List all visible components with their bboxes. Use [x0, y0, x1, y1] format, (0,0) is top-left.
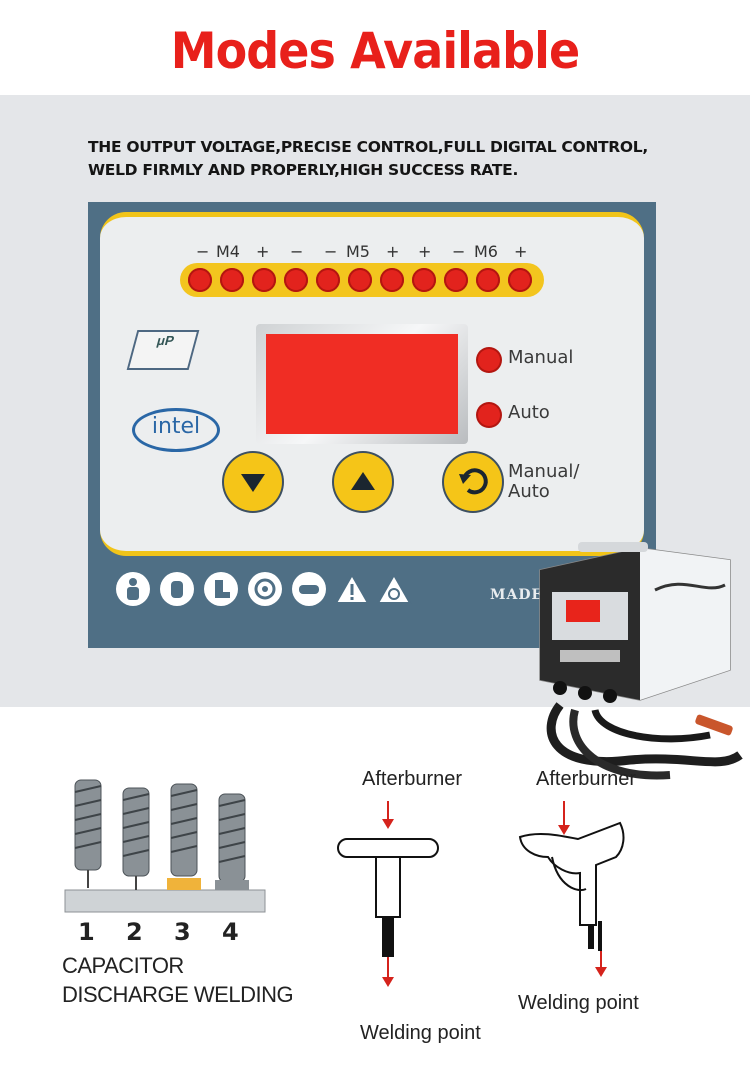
level-led	[444, 268, 468, 292]
page-title: Modes Available	[170, 22, 580, 80]
level-led	[412, 268, 436, 292]
level-led	[188, 268, 212, 292]
capacitor-caption-line-1: CAPACITOR	[62, 953, 184, 978]
right-afterburner-label: Afterburner	[536, 768, 637, 790]
intel-logo: intel	[132, 408, 220, 452]
scale-m5-plus: +	[386, 242, 400, 261]
feature-description: THE OUTPUT VOLTAGE,PRECISE CONTROL,FULL …	[88, 136, 648, 182]
right-welding-point-label: Welding point	[518, 992, 639, 1014]
manual-indicator-led	[478, 349, 500, 371]
stud-number-4: 4	[222, 918, 239, 946]
arrow-up-icon	[351, 472, 375, 490]
level-indicator-bar	[180, 263, 544, 297]
microprocessor-logo: μP	[126, 330, 200, 370]
t-handle-tool-illustration	[337, 801, 439, 987]
scale-m6-minus: −	[452, 242, 466, 261]
scale-dash: −	[290, 242, 304, 261]
description-line-2: WELD FIRMLY AND PROPERLY,HIGH SUCCESS RA…	[88, 161, 519, 179]
ear-protection-icon	[248, 572, 282, 606]
welding-studs-illustration	[64, 779, 266, 913]
left-afterburner-label: Afterburner	[362, 768, 463, 790]
capacitor-caption-line-2: DISCHARGE WELDING	[62, 982, 294, 1007]
increase-button[interactable]	[334, 453, 392, 511]
protective-suit-icon	[116, 572, 150, 606]
description-line-1: THE OUTPUT VOLTAGE,PRECISE CONTROL,FULL …	[88, 138, 648, 156]
level-led	[252, 268, 276, 292]
level-led	[316, 268, 340, 292]
digital-display	[266, 334, 458, 434]
arrow-down-icon	[241, 474, 265, 492]
scale-m4-plus: +	[256, 242, 270, 261]
scale-m6: M6	[474, 242, 498, 261]
scale-plus: +	[418, 242, 432, 261]
rotate-icon	[459, 468, 488, 495]
auto-indicator-led	[478, 404, 500, 426]
safety-boots-icon	[204, 572, 238, 606]
level-led	[220, 268, 244, 292]
manual-auto-label-line2: Auto	[508, 481, 550, 502]
scale-m5: M5	[346, 242, 370, 261]
manual-auto-label-line1: Manual/	[508, 461, 580, 482]
stud-number-2: 2	[126, 918, 143, 946]
scale-m4: M4	[216, 242, 240, 261]
decrease-button[interactable]	[224, 453, 282, 511]
level-led	[284, 268, 308, 292]
scale-m5-minus: −	[324, 242, 338, 261]
stud-number-1: 1	[78, 918, 95, 946]
level-led	[476, 268, 500, 292]
scale-m4-minus: −	[196, 242, 210, 261]
mode-toggle-button[interactable]	[444, 453, 502, 511]
welding-gun-illustration	[518, 801, 625, 977]
gloves-icon	[160, 572, 194, 606]
level-led	[348, 268, 372, 292]
manual-auto-label: Manual/ Auto	[508, 462, 579, 502]
magnetic-field-warning-icon	[376, 572, 412, 606]
stud-number-3: 3	[174, 918, 191, 946]
level-led	[380, 268, 404, 292]
auto-label: Auto	[508, 402, 550, 423]
spot-welder-machine-image	[539, 542, 743, 780]
scale-m6-plus: +	[514, 242, 528, 261]
level-led	[508, 268, 532, 292]
safety-goggles-icon	[292, 572, 326, 606]
manual-label: Manual	[508, 347, 574, 368]
made-label: MADE	[490, 587, 544, 603]
warning-icon	[334, 572, 370, 606]
left-welding-point-label: Welding point	[360, 1022, 481, 1044]
